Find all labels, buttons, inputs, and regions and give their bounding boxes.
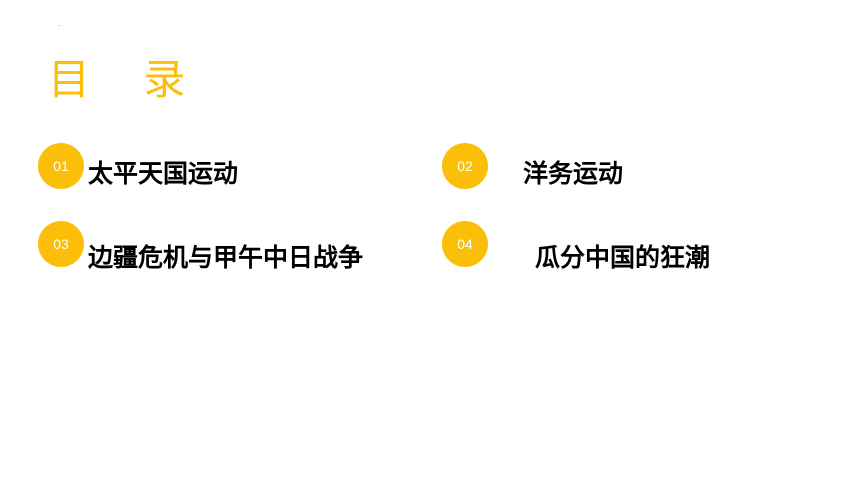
number-badge-03: 03	[38, 221, 84, 267]
decorative-dot	[59, 25, 60, 26]
number-badge-01: 01	[38, 143, 84, 189]
number-badge-04: 04	[442, 221, 488, 267]
toc-item-label: 洋务运动	[523, 159, 624, 188]
toc-item-3[interactable]: 03 边疆危机与甲午中日战争	[38, 221, 418, 272]
toc-item-2[interactable]: 02 洋务运动	[442, 143, 662, 191]
toc-item-label: 太平天国运动	[88, 159, 239, 188]
page-title: 目 录	[48, 55, 186, 104]
toc-item-1[interactable]: 01 太平天国运动	[38, 143, 298, 191]
number-badge-02: 02	[442, 143, 488, 189]
toc-item-4[interactable]: 04 瓜分中国的狂潮	[442, 221, 762, 272]
toc-item-label: 边疆危机与甲午中日战争	[88, 243, 364, 272]
toc-item-label: 瓜分中国的狂潮	[535, 243, 711, 272]
